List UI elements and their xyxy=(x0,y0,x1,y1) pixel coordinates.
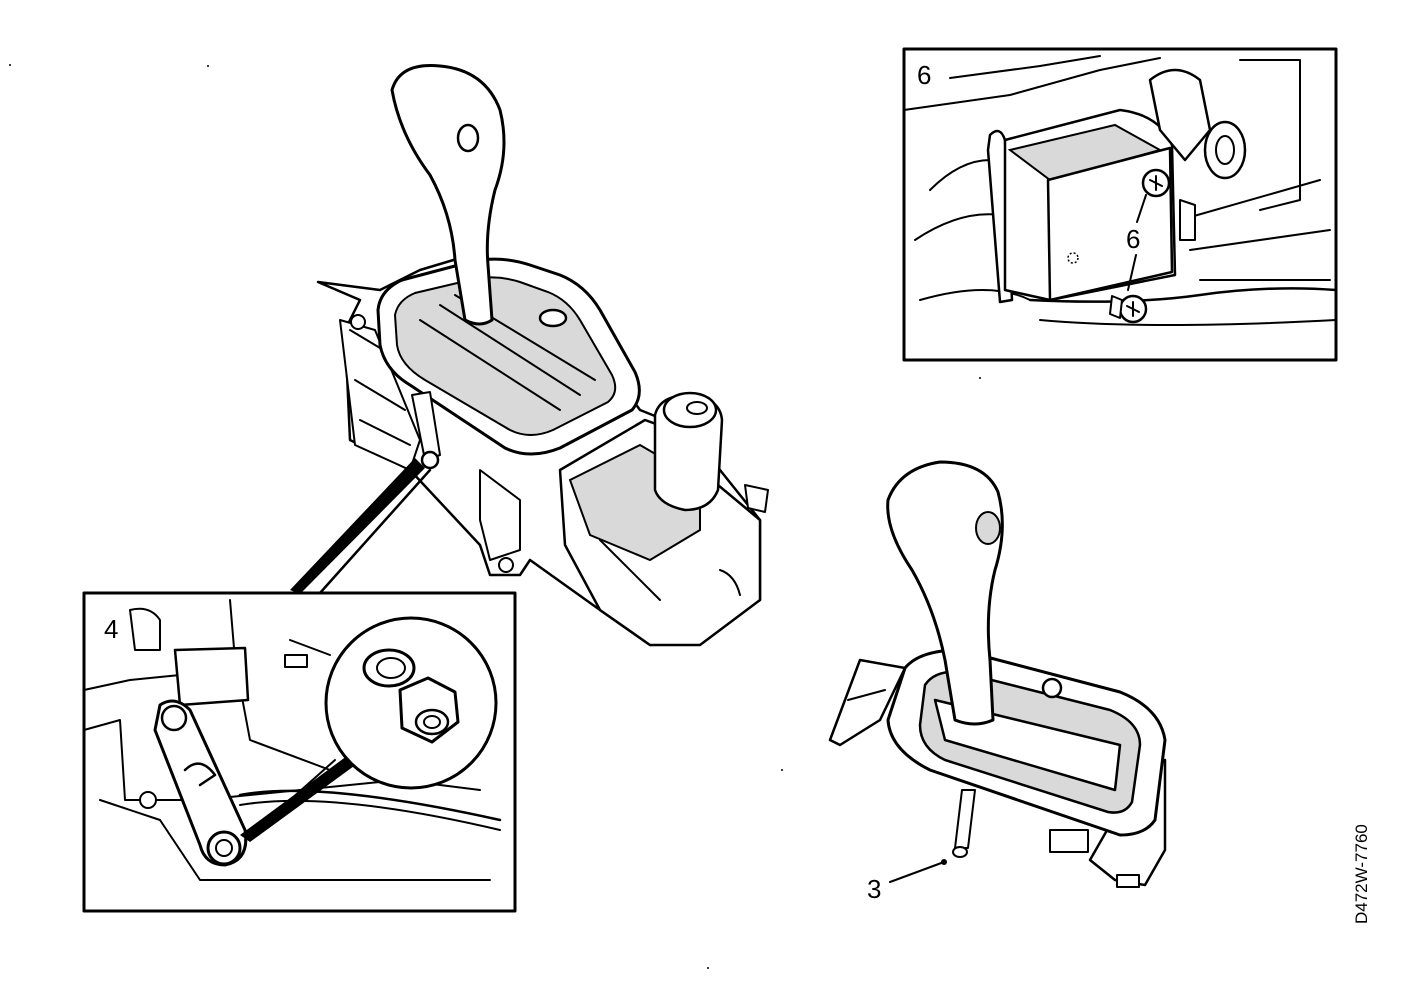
screw-lower-icon xyxy=(1109,294,1148,324)
scan-specks xyxy=(9,64,981,969)
inset-solenoid-drawing xyxy=(903,55,1338,326)
callout-pin-3: 3 xyxy=(867,874,881,904)
inset-solenoid-detail: 6 6 xyxy=(902,47,1338,362)
inset-label-4: 4 xyxy=(104,614,118,644)
inset-label-6: 6 xyxy=(917,60,931,90)
main-gear-selector-assembly xyxy=(290,64,769,647)
figure-code: D472W-7760 xyxy=(1352,824,1371,924)
washer-icon xyxy=(362,648,416,688)
screw-upper-icon xyxy=(1141,168,1171,198)
inset-linkage-detail: 4 xyxy=(82,591,517,913)
selector-cover-assembly: 3 xyxy=(828,460,1167,904)
nut-icon xyxy=(398,676,460,744)
callout-screw-6: 6 xyxy=(1126,224,1140,254)
inset-linkage-drawing xyxy=(83,599,502,881)
